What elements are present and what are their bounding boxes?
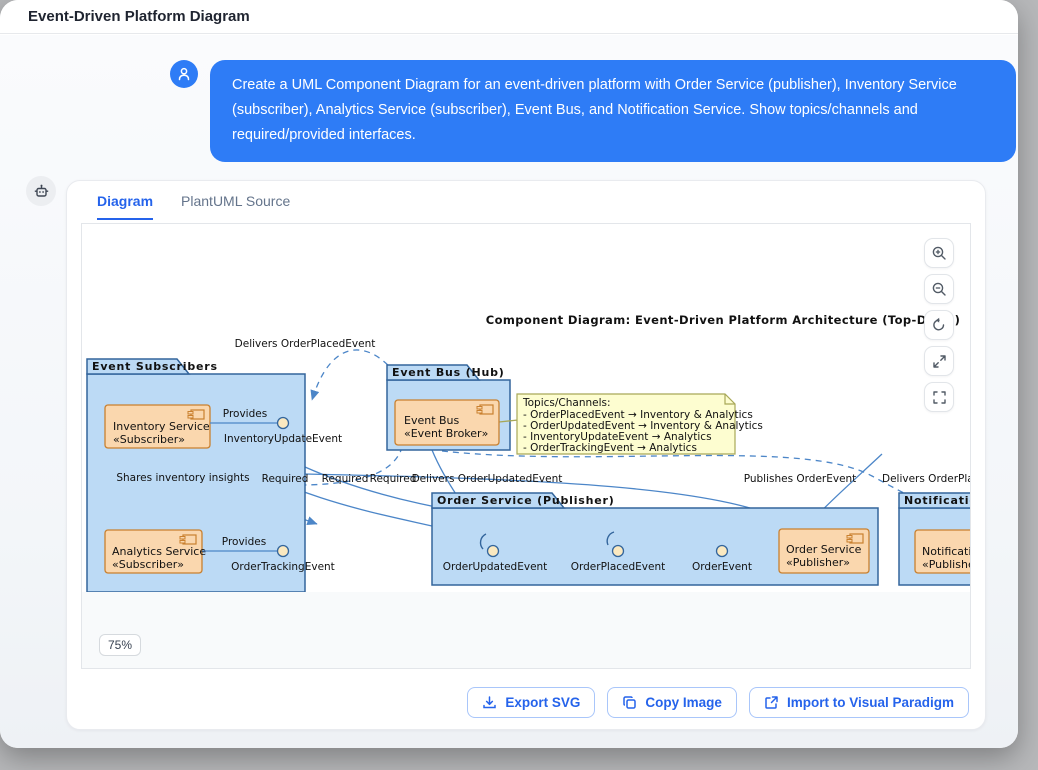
edge-label: Required [322, 473, 369, 485]
fullscreen-icon [932, 390, 946, 404]
diagram-viewport[interactable]: Component Diagram: Event-Driven Platform… [81, 223, 971, 669]
download-icon [483, 696, 497, 709]
note-header: Topics/Channels: [522, 397, 611, 409]
zoom-in-icon [932, 246, 946, 260]
export-svg-label: Export SVG [505, 695, 581, 710]
zoom-level-badge: 75% [99, 634, 142, 656]
component-inventory-service: Inventory Service «Subscriber» [104, 404, 211, 449]
edge-label: OrderTrackingEvent [231, 561, 335, 573]
external-link-icon [765, 696, 778, 709]
person-icon [178, 67, 190, 81]
component-name: Analytics Service [112, 545, 206, 558]
assistant-avatar [26, 176, 56, 206]
chat-message-bubble: Create a UML Component Diagram for an ev… [210, 60, 1016, 162]
expand-icon [932, 354, 946, 368]
component-analytics-service: Analytics Service «Subscriber» [104, 529, 206, 574]
package-label: Notification Service [904, 494, 971, 507]
note-line: - OrderPlacedEvent → Inventory & Analyti… [523, 409, 753, 421]
package-label: Event Subscribers [92, 360, 218, 373]
edge-label: OrderUpdatedEvent [443, 561, 548, 573]
import-to-visual-paradigm-button[interactable]: Import to Visual Paradigm [748, 687, 969, 718]
component-stereotype: «Subscriber» [112, 558, 184, 571]
import-to-visual-paradigm-label: Import to Visual Paradigm [786, 695, 954, 710]
reset-icon [933, 317, 945, 331]
note-line: - OrderTrackingEvent → Analytics [523, 442, 697, 454]
user-avatar [170, 60, 198, 88]
edge-label: InventoryUpdateEvent [224, 433, 342, 445]
edge-label: Delivers OrderPlacedEvent [882, 473, 971, 485]
diagram-title: Component Diagram: Event-Driven Platform… [486, 313, 960, 327]
zoom-controls [924, 238, 954, 412]
copy-icon [623, 696, 637, 709]
edge-label: Provides [223, 408, 267, 420]
app-window: Event-Driven Platform Diagram Create a U… [0, 0, 1018, 748]
edge-label: Required [262, 473, 309, 485]
window-titlebar: Event-Driven Platform Diagram [0, 0, 1018, 34]
tab-bar: Diagram PlantUML Source [97, 193, 290, 220]
expand-button[interactable] [924, 346, 954, 376]
copy-image-button[interactable]: Copy Image [607, 687, 737, 718]
fullscreen-button[interactable] [924, 382, 954, 412]
chat-message-text: Create a UML Component Diagram for an ev… [232, 77, 957, 143]
reset-view-button[interactable] [924, 310, 954, 340]
package-label: Order Service (Publisher) [437, 494, 615, 507]
zoom-out-icon [932, 282, 946, 296]
tab-plantuml-source[interactable]: PlantUML Source [181, 193, 291, 209]
edge-labels: Delivers OrderPlacedEvent Provides Inven… [116, 338, 971, 573]
edge-label: Delivers OrderPlacedEvent [235, 338, 376, 350]
component-name: Event Bus [404, 414, 460, 427]
component-name: Inventory Service [113, 420, 210, 433]
component-event-bus: Event Bus «Event Broker» [394, 399, 500, 446]
edge-label: Shares inventory insights [116, 472, 249, 484]
package-label: Event Bus (Hub) [392, 366, 505, 379]
component-stereotype: «Publisher» [786, 556, 850, 569]
edge-label: OrderEvent [692, 561, 752, 573]
provided-interfaces [202, 416, 729, 558]
note-line: - OrderUpdatedEvent → Inventory & Analyt… [523, 420, 763, 432]
component-stereotype: «Publisher» [922, 558, 971, 571]
note-topics-channels: Topics/Channels: - OrderPlacedEvent → In… [498, 393, 763, 455]
export-svg-button[interactable]: Export SVG [467, 687, 596, 718]
edge-label: Publishes OrderEvent [744, 473, 857, 485]
component-notification-service: Notification Service «Publisher» [914, 529, 971, 574]
tab-diagram[interactable]: Diagram [97, 193, 154, 220]
component-name: Notification Service [922, 545, 971, 558]
edge-label: OrderPlacedEvent [571, 561, 666, 573]
component-name: Order Service [786, 543, 862, 556]
zoom-out-button[interactable] [924, 274, 954, 304]
copy-image-label: Copy Image [645, 695, 722, 710]
component-stereotype: «Event Broker» [404, 427, 488, 440]
page-title: Event-Driven Platform Diagram [28, 8, 250, 25]
diagram-card: Diagram PlantUML Source Component Diagra… [66, 180, 986, 730]
edge-label: Delivers OrderUpdatedEvent [412, 473, 563, 485]
page-content: Create a UML Component Diagram for an ev… [0, 35, 1018, 748]
component-stereotype: «Subscriber» [113, 433, 185, 446]
edge-label: Provides [222, 536, 266, 548]
required-interface-sockets [479, 531, 615, 550]
edge-label: Required [370, 473, 417, 485]
note-line: - InventoryUpdateEvent → Analytics [523, 431, 712, 443]
robot-icon [34, 184, 48, 197]
component-order-service: Order Service «Publisher» [778, 528, 870, 574]
action-bar: Export SVG Copy Image Import to Visual P… [467, 687, 969, 718]
uml-diagram-canvas: Component Diagram: Event-Driven Platform… [82, 224, 971, 592]
zoom-in-button[interactable] [924, 238, 954, 268]
